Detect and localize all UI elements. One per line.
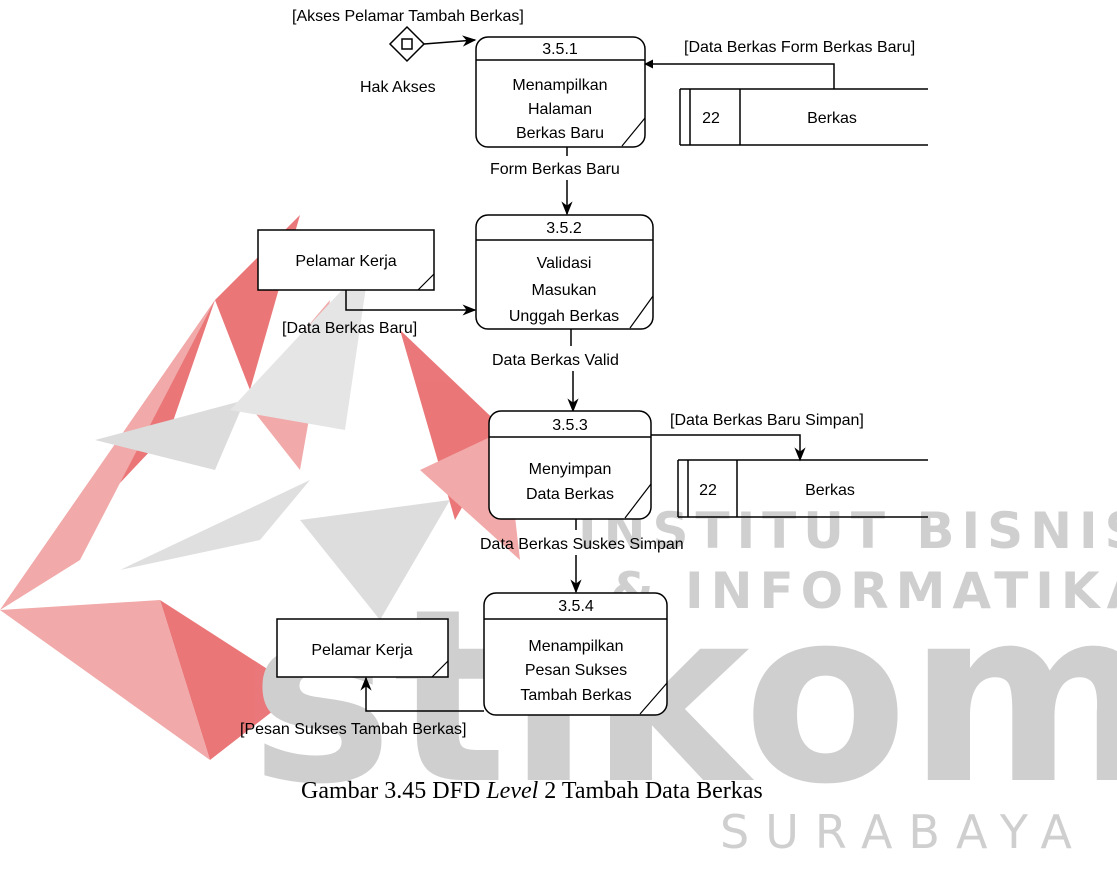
caption-italic: Level: [485, 778, 538, 804]
entity-name: Pelamar Kerja: [311, 642, 412, 659]
watermark: INSTITUT BISNIS & INFORMATIKA stikom SUR…: [0, 215, 1117, 859]
flow-label-pesan: [Pesan Sukses Tambah Berkas]: [240, 721, 467, 738]
process-line: Masukan: [532, 282, 597, 299]
process-line: Halaman: [528, 101, 592, 118]
process-id: 3.5.2: [546, 220, 582, 237]
store-number: 22: [699, 482, 717, 499]
watermark-stikom: stikom: [250, 557, 1117, 837]
process-line: Menyimpan: [529, 461, 612, 478]
store-number: 22: [702, 110, 720, 127]
flow-pesan-arrow: [360, 676, 484, 712]
watermark-informatika: & INFORMATIKA: [610, 562, 1117, 620]
flow-label-valid: Data Berkas Valid: [492, 352, 619, 369]
figure-caption: Gambar 3.45 DFD Level 2 Tambah Data Berk…: [301, 778, 763, 804]
process-id: 3.5.4: [558, 598, 594, 615]
access-label: Hak Akses: [360, 79, 436, 96]
process-3-5-2: 3.5.2 Validasi Masukan Unggah Berkas: [475, 214, 654, 330]
flow-label-sukses-simpan: Data Berkas Suskes Simpan: [480, 536, 684, 553]
access-node: Hak Akses: [360, 25, 436, 96]
entity-name: Pelamar Kerja: [295, 253, 396, 270]
flow-data-baru-arrow: [345, 290, 477, 316]
flow-label-akses: [Akses Pelamar Tambah Berkas]: [292, 8, 524, 25]
flow-akses-arrow: [423, 35, 477, 47]
process-line: Pesan Sukses: [525, 662, 627, 679]
caption-suffix: 2 Tambah Data Berkas: [538, 778, 762, 804]
process-line: Berkas Baru: [516, 125, 604, 142]
process-line: Menampilkan: [528, 638, 623, 655]
process-3-5-4: 3.5.4 Menampilkan Pesan Sukses Tambah Be…: [483, 592, 668, 716]
process-line: Menampilkan: [512, 77, 607, 94]
square-icon: [401, 38, 413, 50]
flow-label-form-baru: Form Berkas Baru: [490, 161, 620, 178]
watermark-institute: INSTITUT BISNIS: [578, 502, 1117, 560]
data-store-berkas-2: 22 Berkas: [677, 459, 928, 518]
entity-pelamar-kerja-2: Pelamar Kerja: [276, 618, 449, 678]
process-line: Tambah Berkas: [520, 687, 631, 704]
process-id: 3.5.3: [552, 417, 588, 434]
process-id: 3.5.1: [542, 41, 578, 58]
flow-label-data-baru: [Data Berkas Baru]: [282, 320, 417, 337]
stikom-logo-mark: [0, 215, 520, 760]
caption-prefix: Gambar 3.45 DFD: [301, 778, 486, 804]
flow-data-form-arrow: [644, 59, 835, 89]
process-line: Unggah Berkas: [509, 308, 619, 325]
process-line: Validasi: [537, 255, 592, 272]
process-line: Data Berkas: [526, 486, 614, 503]
store-name: Berkas: [807, 110, 857, 127]
data-store-berkas-1: 22 Berkas: [679, 88, 928, 146]
flow-label-simpan: [Data Berkas Baru Simpan]: [670, 412, 864, 429]
process-3-5-1: 3.5.1 Menampilkan Halaman Berkas Baru: [475, 36, 646, 148]
watermark-surabaya: SURABAYA: [720, 805, 1088, 859]
process-3-5-3: 3.5.3 Menyimpan Data Berkas: [488, 410, 652, 520]
flow-label-data-form: [Data Berkas Form Berkas Baru]: [684, 39, 915, 56]
store-name: Berkas: [805, 482, 855, 499]
entity-pelamar-kerja-1: Pelamar Kerja: [257, 229, 435, 291]
flow-simpan-arrow: [651, 434, 806, 462]
